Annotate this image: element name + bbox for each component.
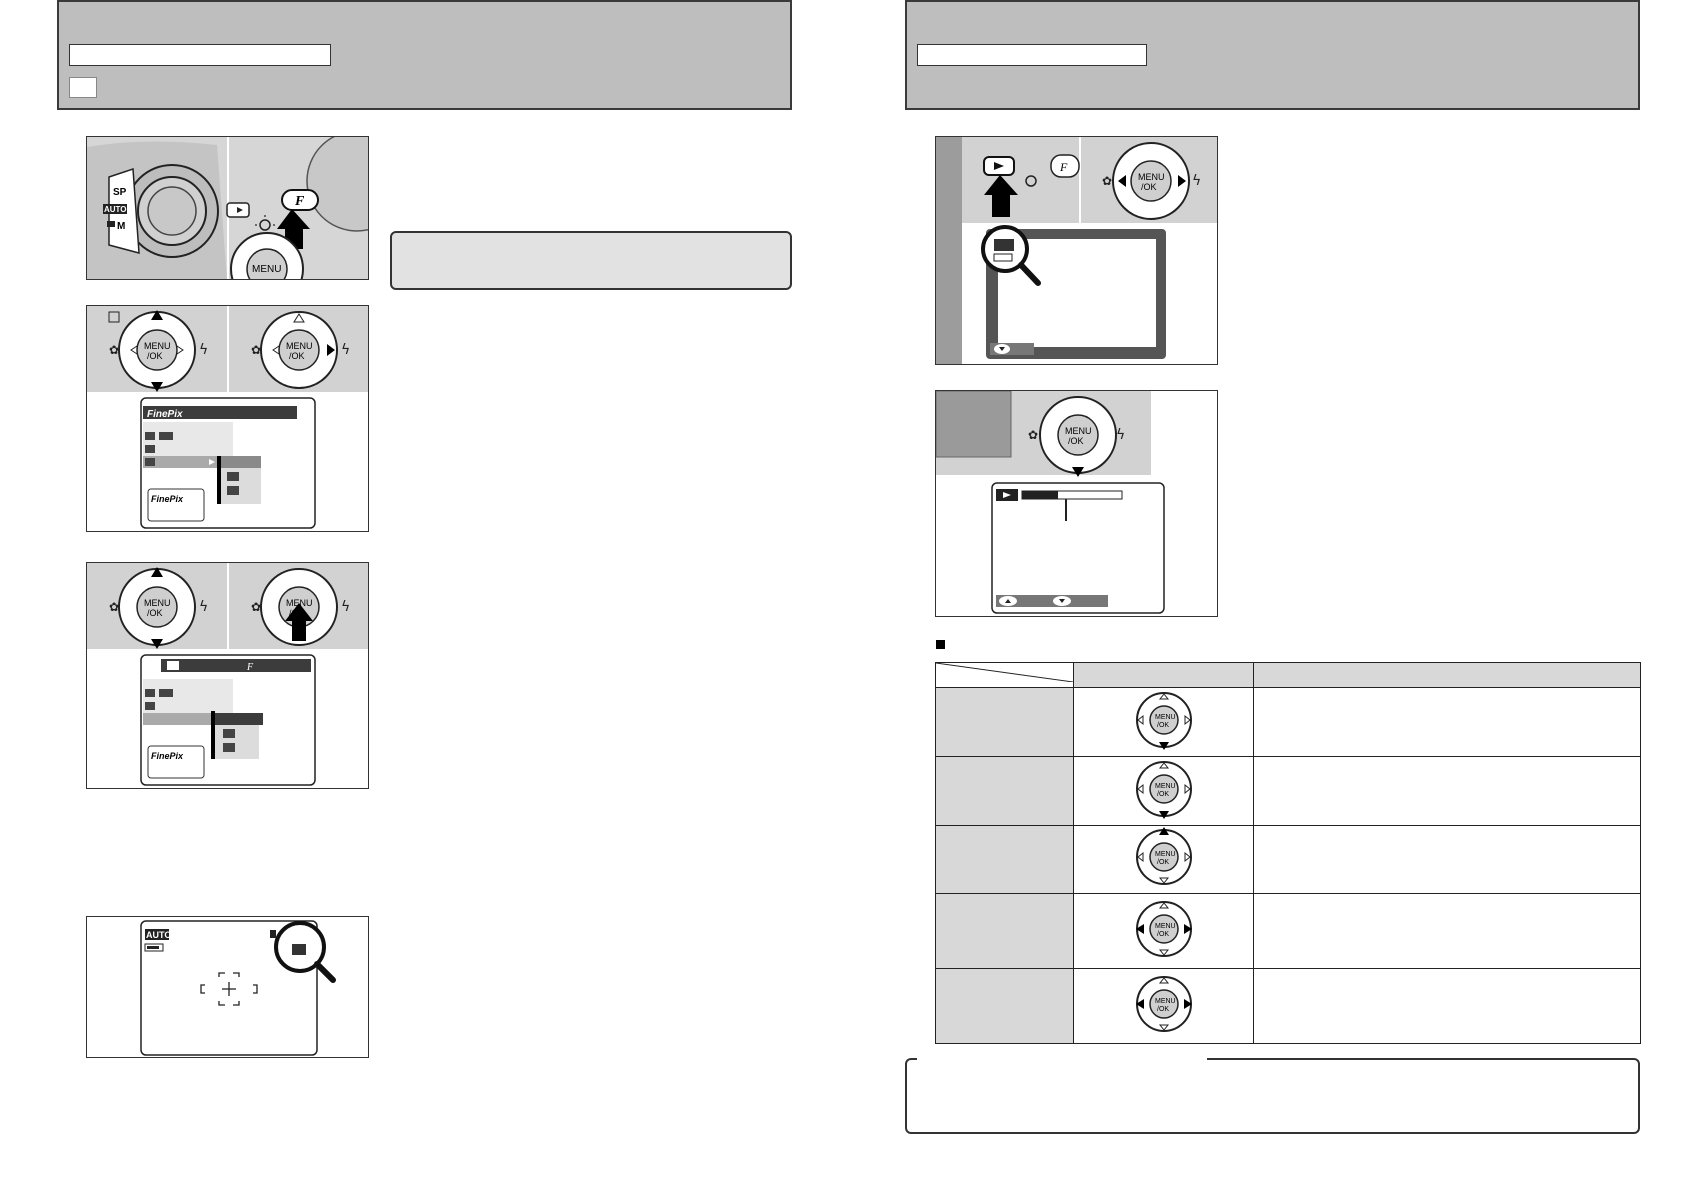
svg-text:ϟ: ϟ xyxy=(199,342,208,358)
table-row: MENU /OK xyxy=(935,968,1641,1044)
ok-label-i: /OK xyxy=(1157,859,1169,866)
frame-navigation-illustration: MENU /OK ✿ ϟ xyxy=(936,391,1217,614)
ok-label-c: /OK xyxy=(147,608,163,618)
playback-illustration: F MENU /OK ✿ ϟ xyxy=(936,137,1217,364)
left-header-title-bar xyxy=(69,44,331,66)
menu-label-d: MENU xyxy=(286,598,313,608)
svg-text:✿: ✿ xyxy=(251,600,261,614)
up-button-icon: MENU /OK xyxy=(1135,827,1192,885)
table-row: MENU /OK xyxy=(935,687,1641,757)
menu-label-a: MENU xyxy=(144,341,171,351)
right-page: F MENU /OK ✿ ϟ MENU xyxy=(842,0,1684,1190)
left-header-chip xyxy=(69,77,97,98)
menu-button-text: MENU xyxy=(252,264,281,275)
right-header-title-bar xyxy=(917,44,1147,66)
mode-dial-label-m: M xyxy=(117,221,125,232)
ok-label-h: /OK xyxy=(1157,791,1169,798)
svg-text:✿: ✿ xyxy=(251,343,261,357)
svg-text:ϟ: ϟ xyxy=(199,599,208,615)
figure-playback-button: F MENU /OK ✿ ϟ xyxy=(935,136,1218,365)
ok-label-k: /OK xyxy=(1157,1006,1169,1013)
right-info-box xyxy=(905,1058,1640,1134)
table-header-row xyxy=(935,662,1641,688)
table-row-button: MENU /OK xyxy=(1073,825,1254,894)
left-header xyxy=(57,0,792,110)
svg-text:ϟ: ϟ xyxy=(1192,173,1201,189)
ok-label-e: /OK xyxy=(1141,182,1157,192)
finepix-logo-b: FinePix xyxy=(151,494,184,504)
operations-table: MENU /OK MENU xyxy=(935,662,1641,1044)
menu-label-f: MENU xyxy=(1065,426,1092,436)
table-row-label xyxy=(935,968,1074,1044)
svg-text:✿: ✿ xyxy=(109,343,119,357)
table-row-description xyxy=(1253,756,1641,826)
table-row-description xyxy=(1253,687,1641,757)
menu-label-i: MENU xyxy=(1155,851,1176,858)
table-row-button: MENU /OK xyxy=(1073,756,1254,826)
left-page: SP AUTO M F MENU xyxy=(57,0,792,1058)
diagonal-divider xyxy=(935,662,1074,683)
figure-frame-navigation: MENU /OK ✿ ϟ xyxy=(935,390,1218,617)
menu-label-h: MENU xyxy=(1155,783,1176,790)
ok-label-f: /OK xyxy=(1068,436,1084,446)
mode-dial-label-auto: AUTO xyxy=(104,205,127,214)
menu-label-j: MENU xyxy=(1155,923,1176,930)
table-row-button: MENU /OK xyxy=(1073,968,1254,1044)
camera-top-illustration: SP AUTO M F MENU xyxy=(87,137,368,279)
svg-text:ϟ: ϟ xyxy=(1116,427,1125,443)
menu-label-b: MENU xyxy=(286,341,313,351)
right-header xyxy=(905,0,1640,110)
ok-label-g: /OK xyxy=(1157,722,1169,729)
finepix-logo-a: FinePix xyxy=(147,409,183,420)
svg-text:✿: ✿ xyxy=(1028,428,1038,442)
ok-label-j: /OK xyxy=(1157,931,1169,938)
table-row: MENU /OK xyxy=(935,756,1641,826)
table-row-description xyxy=(1253,893,1641,969)
menu-label-g: MENU xyxy=(1155,714,1176,721)
ok-label-a: /OK xyxy=(147,351,163,361)
f-glyph-menu: F xyxy=(246,662,254,673)
svg-text:✿: ✿ xyxy=(109,600,119,614)
section-bullet-square xyxy=(936,640,945,649)
menu-label-e: MENU xyxy=(1138,172,1165,182)
svg-text:ϟ: ϟ xyxy=(341,342,350,358)
figure-lcd-screen: AUTO xyxy=(86,916,369,1058)
left-right-button-icon: MENU /OK xyxy=(1135,975,1192,1032)
menu-label-c: MENU xyxy=(144,598,171,608)
menu-confirm-illustration: MENU /OK ✿ ϟ MENU /OK ✿ ϟ F xyxy=(87,563,368,786)
left-note-box xyxy=(390,231,792,290)
left-right-button-icon: MENU /OK xyxy=(1135,900,1192,957)
table-corner-cell xyxy=(935,662,1074,688)
down-button-icon: MENU /OK xyxy=(1135,691,1192,750)
f-button-glyph: F xyxy=(294,194,305,209)
figure-menu-navigation: MENU /OK ✿ ϟ MENU /OK ✿ ϟ xyxy=(86,305,369,532)
table-row-description xyxy=(1253,968,1641,1044)
table-row-label xyxy=(935,687,1074,757)
table-row-label xyxy=(935,893,1074,969)
finepix-logo-c: FinePix xyxy=(151,751,184,761)
table-row: MENU /OK xyxy=(935,825,1641,894)
down-button-icon: MENU /OK xyxy=(1135,760,1192,819)
auto-badge: AUTO xyxy=(146,930,171,940)
f-glyph-right: F xyxy=(1059,160,1068,174)
table-header-description xyxy=(1253,662,1641,688)
table-row-label xyxy=(935,756,1074,826)
menu-label-k: MENU xyxy=(1155,998,1176,1005)
mode-dial-label-sp: SP xyxy=(113,187,127,198)
figure-menu-confirm: MENU /OK ✿ ϟ MENU /OK ✿ ϟ F xyxy=(86,562,369,789)
menu-navigation-illustration: MENU /OK ✿ ϟ MENU /OK ✿ ϟ xyxy=(87,306,368,529)
ok-label-b: /OK xyxy=(289,351,305,361)
svg-text:ϟ: ϟ xyxy=(341,599,350,615)
table-row: MENU /OK xyxy=(935,893,1641,969)
figure-mode-dial-f-button: SP AUTO M F MENU xyxy=(86,136,369,280)
table-row-label xyxy=(935,825,1074,894)
table-row-description xyxy=(1253,825,1641,894)
table-row-button: MENU /OK xyxy=(1073,687,1254,757)
lcd-screen-illustration: AUTO xyxy=(140,920,336,1056)
svg-text:✿: ✿ xyxy=(1102,174,1112,188)
table-row-button: MENU /OK xyxy=(1073,893,1254,969)
table-header-button xyxy=(1073,662,1254,688)
info-box-title-gap xyxy=(917,1055,1207,1061)
